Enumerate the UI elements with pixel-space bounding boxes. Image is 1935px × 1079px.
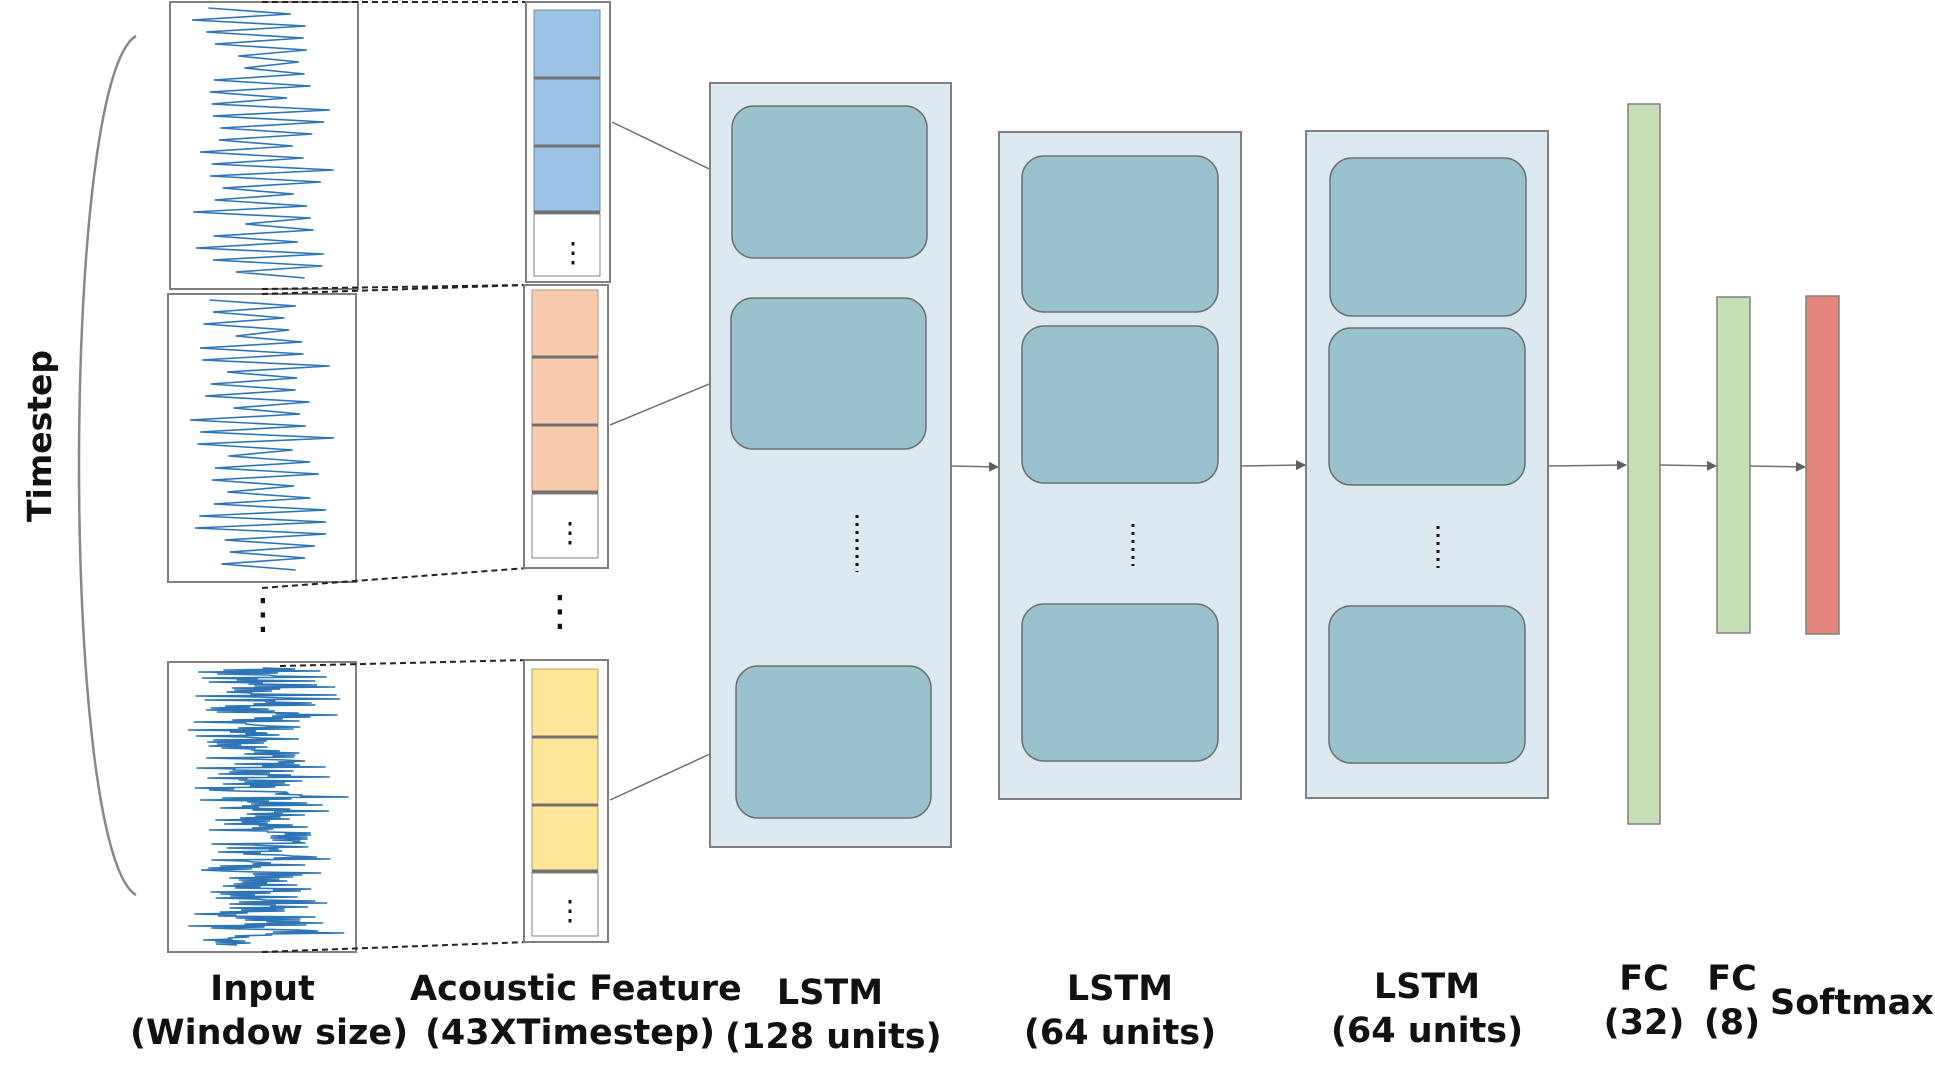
lstm-layer-2 — [998, 131, 1242, 800]
timestep-brace — [77, 34, 137, 897]
lstm2-label: LSTM(64 units) — [1023, 969, 1217, 1053]
input-ellipsis: ⋮ — [242, 589, 284, 638]
feature-3-ellipsis: ⋮ — [556, 894, 584, 927]
input-window-2 — [167, 293, 357, 583]
lstm3-cell-3 — [1328, 605, 1526, 764]
lstm1-cell-1 — [731, 105, 928, 259]
lstm3-cell-1 — [1329, 157, 1527, 317]
input-window-3 — [167, 661, 357, 953]
lstm2-cell-1 — [1021, 155, 1219, 313]
input-label: Input(Window size) — [130, 969, 409, 1053]
fc-8-label: FC(8) — [1703, 959, 1761, 1043]
feature-vector-1: ⋮ — [525, 1, 611, 283]
acoustic-feature-label: Acoustic Feature(43XTimestep) — [410, 969, 742, 1053]
lstm2-cell-2 — [1021, 325, 1219, 484]
projection-lines — [261, 1, 529, 953]
timestep-label: Timestep — [20, 349, 59, 522]
lstm3-label: LSTM(64 units) — [1330, 967, 1524, 1051]
lstm-layer-3 — [1305, 130, 1549, 799]
waveform-2 — [189, 299, 335, 571]
softmax-layer — [1805, 295, 1840, 635]
waveform-1 — [191, 7, 334, 279]
input-window-1 — [169, 1, 359, 290]
fc-32-layer — [1627, 103, 1661, 825]
feature-2-ellipsis: ⋮ — [556, 516, 584, 549]
fc-8-layer — [1716, 296, 1751, 634]
lstm2-cell-3 — [1021, 603, 1219, 762]
feature-1-ellipsis: ⋮ — [559, 236, 587, 269]
lstm1-label: LSTM(128 units) — [725, 973, 942, 1057]
fc-32-label: FC(32) — [1603, 959, 1685, 1043]
lstm-layer-1 — [709, 82, 952, 848]
feature-vector-3: ⋮ — [523, 659, 609, 943]
feature-vector-2: ⋮ — [523, 284, 609, 569]
lstm1-cell-2 — [730, 297, 927, 450]
waveform-3 — [188, 667, 349, 946]
lstm3-cell-2 — [1328, 327, 1526, 486]
softmax-label: Softmax — [1770, 983, 1934, 1023]
lstm1-cell-3 — [735, 665, 932, 819]
feature-ellipsis: ⋮ — [539, 586, 581, 635]
